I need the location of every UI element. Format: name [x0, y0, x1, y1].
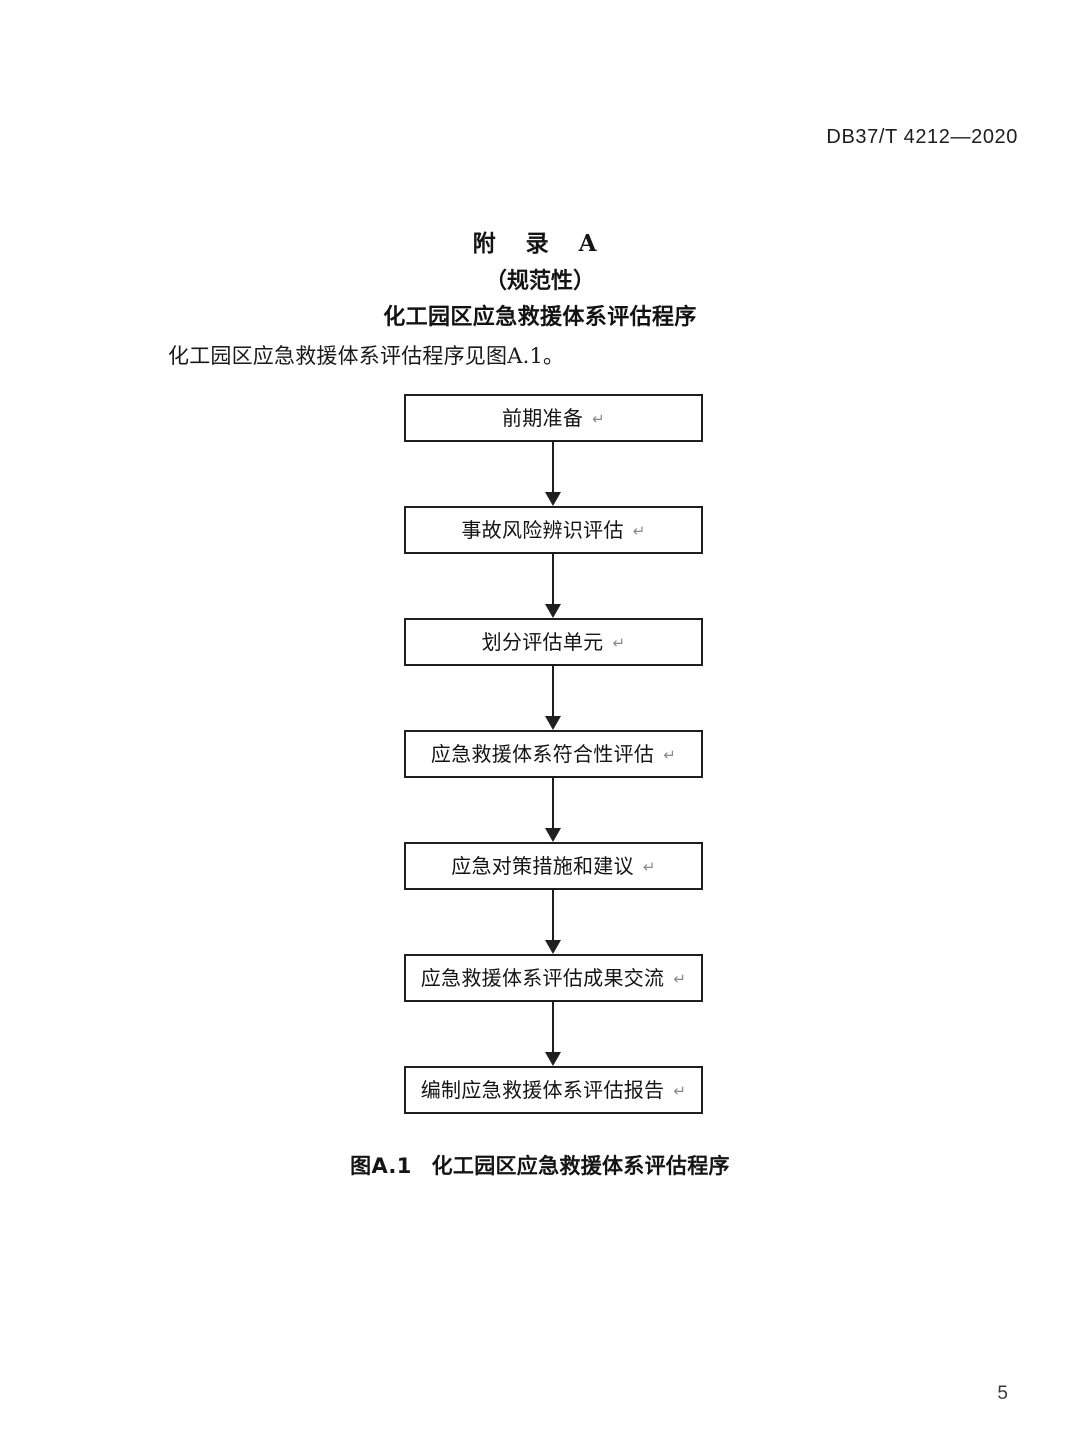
flow-node-4: 应急救援体系符合性评估↵ [404, 730, 703, 778]
annex-title-block: 附 录 A （规范性） 化工园区应急救援体系评估程序 [0, 228, 1080, 335]
down-arrow-icon [545, 492, 561, 506]
annex-heading: 化工园区应急救援体系评估程序 [383, 305, 697, 330]
flow-node-label: 应急救援体系评估成果交流↵ [420, 966, 687, 990]
down-arrow-icon [545, 604, 561, 618]
connector-line [552, 666, 554, 718]
down-arrow-icon [545, 828, 561, 842]
flow-connector-6 [404, 1002, 703, 1066]
flow-node-label: 划分评估单元↵ [481, 630, 626, 654]
down-arrow-icon [545, 716, 561, 730]
connector-line [552, 442, 554, 494]
flow-connector-2 [404, 554, 703, 618]
flow-node-label: 前期准备↵ [501, 406, 606, 430]
flow-node-6: 应急救援体系评估成果交流↵ [404, 954, 703, 1002]
flow-node-3: 划分评估单元↵ [404, 618, 703, 666]
figure-caption-title: 化工园区应急救援体系评估程序 [431, 1154, 730, 1178]
connector-line [552, 554, 554, 606]
paragraph-return-mark-icon: ↵ [663, 746, 677, 764]
paragraph-return-mark-icon: ↵ [592, 410, 606, 428]
paragraph-return-mark-icon: ↵ [612, 634, 626, 652]
connector-line [552, 890, 554, 942]
flow-connector-3 [404, 666, 703, 730]
annex-label: 附 录 A [472, 230, 608, 257]
down-arrow-icon [545, 1052, 561, 1066]
running-header-standard-code: DB37/T 4212—2020 [826, 126, 1018, 148]
figure-caption: 图A.1 化工园区应急救援体系评估程序 [0, 1150, 1080, 1180]
flow-node-label: 应急对策措施和建议↵ [451, 854, 656, 878]
connector-line [552, 1002, 554, 1054]
flow-connector-1 [404, 442, 703, 506]
flow-node-label: 应急救援体系符合性评估↵ [430, 742, 677, 766]
evaluation-procedure-flowchart: 前期准备↵ 事故风险辨识评估↵ 划分评估单元↵ 应急救援体系符合性评估↵ 应急对策措施和… [404, 394, 703, 1114]
page-number: 5 [997, 1383, 1008, 1404]
flow-node-5: 应急对策措施和建议↵ [404, 842, 703, 890]
figure-caption-number: 图A.1 [350, 1154, 412, 1178]
intro-paragraph: 化工园区应急救援体系评估程序见图A.1。 [168, 344, 565, 368]
connector-line [552, 778, 554, 830]
down-arrow-icon [545, 940, 561, 954]
flow-connector-4 [404, 778, 703, 842]
paragraph-return-mark-icon: ↵ [632, 522, 646, 540]
flow-node-label: 事故风险辨识评估↵ [461, 518, 646, 542]
annex-kind: （规范性） [484, 268, 595, 294]
paragraph-return-mark-icon: ↵ [642, 858, 656, 876]
flow-node-7: 编制应急救援体系评估报告↵ [404, 1066, 703, 1114]
paragraph-return-mark-icon: ↵ [673, 970, 687, 988]
flow-node-1: 前期准备↵ [404, 394, 703, 442]
flow-connector-5 [404, 890, 703, 954]
paragraph-return-mark-icon: ↵ [673, 1082, 687, 1100]
flow-node-label: 编制应急救援体系评估报告↵ [420, 1078, 687, 1102]
flow-node-2: 事故风险辨识评估↵ [404, 506, 703, 554]
